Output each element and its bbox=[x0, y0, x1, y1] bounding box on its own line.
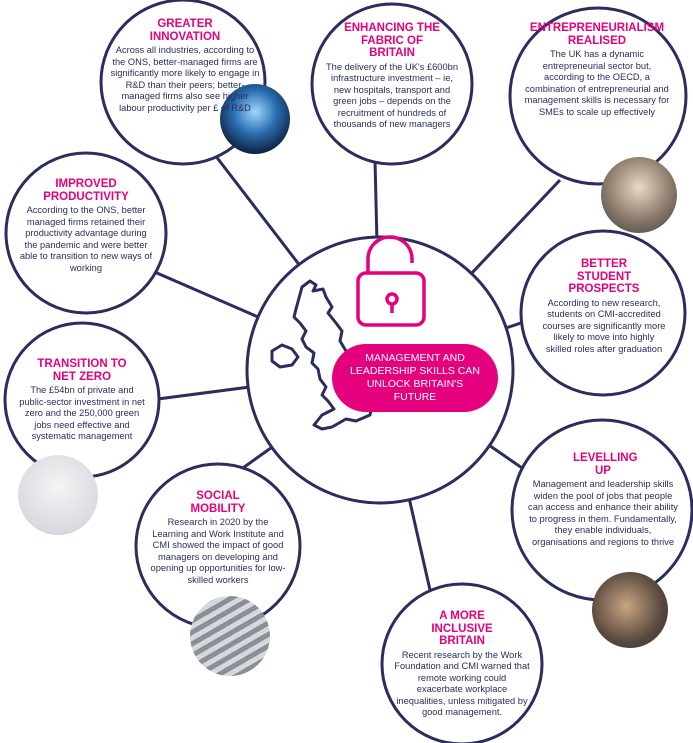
bubble-title: IMPROVED PRODUCTIVITY bbox=[43, 178, 129, 203]
bubble-title: ENHANCING THE FABRIC OF BRITAIN bbox=[344, 22, 440, 59]
central-message: MANAGEMENT AND LEADERSHIP SKILLS CAN UNL… bbox=[332, 344, 498, 412]
bubble-greater-innovation: GREATER INNOVATION Across all industries… bbox=[110, 18, 260, 115]
bubble-improved-productivity: IMPROVED PRODUCTIVITY According to the O… bbox=[18, 178, 154, 275]
bubble-body: According to the ONS, better managed fir… bbox=[19, 205, 153, 273]
bubble-transition-net-zero: TRANSITION TO NET ZERO The £54bn of priv… bbox=[18, 358, 146, 443]
team-meeting-photo bbox=[592, 572, 668, 648]
bubble-title: BETTER STUDENT PROSPECTS bbox=[568, 258, 640, 295]
bubble-circle bbox=[519, 229, 687, 397]
bubble-title: GREATER INNOVATION bbox=[149, 18, 221, 43]
bubble-circle bbox=[380, 582, 544, 743]
bubble-body: Management and leadership skills widen t… bbox=[528, 479, 678, 547]
bubble-body: Recent research by the Work Foundation a… bbox=[394, 649, 530, 718]
bubble-social-mobility: SOCIAL MOBILITY Research in 2020 by the … bbox=[150, 490, 286, 587]
bubble-body: The UK has a dynamic entrepreneurial sec… bbox=[524, 49, 670, 117]
bubble-enhancing-fabric: ENHANCING THE FABRIC OF BRITAIN The deli… bbox=[322, 22, 462, 131]
uk-map-icon bbox=[270, 279, 374, 431]
bubble-title: LEVELLING UP bbox=[573, 452, 638, 477]
bubble-body: Research in 2020 by the Learning and Wor… bbox=[150, 517, 286, 585]
bubble-title: SOCIAL MOBILITY bbox=[190, 490, 246, 515]
central-message-text: MANAGEMENT AND LEADERSHIP SKILLS CAN UNL… bbox=[350, 352, 480, 403]
bubble-title: A MORE INCLUSIVE BRITAIN bbox=[431, 610, 493, 647]
bubble-circle bbox=[310, 2, 474, 166]
bubble-levelling-up: LEVELLING UP Management and leadership s… bbox=[528, 452, 678, 549]
video-call-photo bbox=[601, 157, 677, 233]
bubble-body: According to new research, students on C… bbox=[542, 297, 666, 354]
bubble-better-student-prospects: BETTER STUDENT PROSPECTS According to ne… bbox=[540, 258, 668, 355]
wind-turbine-photo bbox=[18, 455, 98, 535]
stairs-photo bbox=[190, 596, 270, 676]
bubble-title: ENTREPRENEURIALISM REALISED bbox=[529, 22, 665, 47]
bubble-title: TRANSITION TO NET ZERO bbox=[37, 358, 127, 383]
bubble-body: Across all industries, according to the … bbox=[110, 45, 260, 113]
welding-photo bbox=[220, 84, 290, 154]
bubble-more-inclusive-britain: A MORE INCLUSIVE BRITAIN Recent research… bbox=[394, 610, 530, 719]
bubble-body: The delivery of the UK's £600bn infrastr… bbox=[325, 61, 458, 130]
bubble-circle bbox=[508, 6, 688, 186]
bubble-circle bbox=[4, 151, 168, 315]
bubble-entrepreneurialism: ENTREPRENEURIALISM REALISED The UK has a… bbox=[522, 22, 672, 119]
bubble-body: The £54bn of private and public-sector i… bbox=[19, 385, 145, 442]
padlock-icon bbox=[356, 235, 426, 327]
